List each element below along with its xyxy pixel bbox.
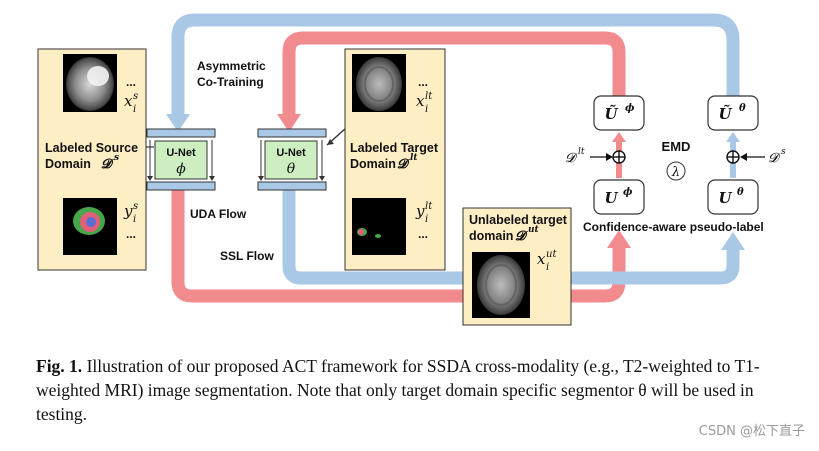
svg-text:ut: ut xyxy=(546,249,557,260)
uda-flow-arrow xyxy=(171,190,626,303)
unlabeled-title-2: domain xyxy=(469,229,513,243)
svg-text:Ũ: Ũ xyxy=(604,104,618,123)
target-domain-title-1: Labeled Target xyxy=(350,141,439,155)
svg-text:𝓓: 𝓓 xyxy=(768,151,781,166)
red-arrowhead-into-unet-theta xyxy=(277,114,301,132)
svg-text:s: s xyxy=(133,91,138,102)
svg-text:...: ... xyxy=(418,227,428,241)
unet-phi-bottom-bar xyxy=(146,181,216,191)
svg-text:y: y xyxy=(123,202,133,220)
svg-text:x: x xyxy=(537,250,546,268)
svg-text:s: s xyxy=(114,153,119,163)
svg-text:ϕ: ϕ xyxy=(623,187,633,198)
asymmetric-label-1: Asymmetric xyxy=(197,59,266,73)
unet-theta-box xyxy=(264,140,318,180)
svg-text:𝓓: 𝓓 xyxy=(565,151,578,166)
target-label-image xyxy=(352,198,406,255)
svg-text:θ: θ xyxy=(739,103,746,114)
ssl-flow-label: SSL Flow xyxy=(220,249,274,263)
unet-theta-label: U-Net xyxy=(276,147,306,159)
unlabeled-title-1: Unlabeled target xyxy=(469,213,568,227)
svg-text:lt: lt xyxy=(410,153,418,163)
svg-text:ϕ: ϕ xyxy=(625,103,635,114)
unet-phi-box xyxy=(154,140,208,180)
u-phi-box xyxy=(593,179,645,215)
svg-text:θ: θ xyxy=(737,187,744,198)
u-tilde-phi-box xyxy=(593,95,645,131)
svg-text:s: s xyxy=(781,147,786,157)
figure-caption: Fig. 1. Illustration of our proposed ACT… xyxy=(36,354,806,426)
svg-text:s: s xyxy=(133,201,138,212)
source-brain xyxy=(66,57,114,111)
unet-phi-top-bar xyxy=(146,128,216,138)
svg-text:lt: lt xyxy=(578,147,585,157)
svg-text:θ: θ xyxy=(287,161,296,177)
source-domain-title-1: Labeled Source xyxy=(45,141,138,155)
unet-phi-label: U-Net xyxy=(166,147,196,159)
watermark: CSDN @松下直子 xyxy=(698,424,805,439)
svg-text:...: ... xyxy=(126,75,136,89)
lambda-circle xyxy=(666,161,686,181)
svg-text:x: x xyxy=(416,92,425,110)
uda-flow-arrowhead xyxy=(607,230,631,248)
figure-label: Fig. 1. xyxy=(36,356,83,376)
svg-text:ϕ: ϕ xyxy=(176,161,186,177)
target-brain xyxy=(356,57,402,111)
svg-text:lt: lt xyxy=(425,91,433,102)
unet-theta-bottom-bar xyxy=(257,181,327,191)
u-theta-box xyxy=(707,179,759,215)
svg-text:U: U xyxy=(718,189,732,207)
svg-text:𝓓: 𝓓 xyxy=(515,229,528,244)
svg-text:i: i xyxy=(133,104,136,115)
blue-arrowhead-into-unet-phi xyxy=(166,114,190,132)
svg-text:𝓓: 𝓓 xyxy=(101,157,114,172)
svg-text:ut: ut xyxy=(528,225,540,235)
svg-text:y: y xyxy=(415,202,425,220)
uda-flow-label: UDA Flow xyxy=(190,207,247,221)
emd-label: EMD xyxy=(662,139,691,154)
asymmetric-label-2: Co-Training xyxy=(197,75,264,89)
source-domain-title-2: Domain xyxy=(45,157,91,171)
svg-text:i: i xyxy=(133,214,136,225)
ssl-flow-arrowhead xyxy=(721,232,745,250)
svg-text:...: ... xyxy=(418,75,428,89)
target-domain-title-2: Domain xyxy=(350,157,396,171)
svg-text:i: i xyxy=(546,262,549,273)
svg-text:Ũ: Ũ xyxy=(718,104,732,123)
confidence-label: Confidence-aware pseudo-label xyxy=(583,220,764,234)
svg-text:lt: lt xyxy=(425,201,433,212)
svg-text:...: ... xyxy=(126,227,136,241)
svg-text:λ: λ xyxy=(671,165,680,180)
unet-theta-top-bar xyxy=(257,128,327,138)
red-asymmetric-arrow xyxy=(282,31,626,118)
svg-text:i: i xyxy=(425,214,428,225)
svg-text:i: i xyxy=(425,104,428,115)
caption-text: Illustration of our proposed ACT framewo… xyxy=(36,356,760,424)
blue-asymmetric-arrow xyxy=(171,13,740,118)
svg-text:x: x xyxy=(124,92,133,110)
u-tilde-theta-box xyxy=(707,95,759,131)
svg-text:U: U xyxy=(604,189,618,207)
svg-text:𝓓: 𝓓 xyxy=(397,157,410,172)
